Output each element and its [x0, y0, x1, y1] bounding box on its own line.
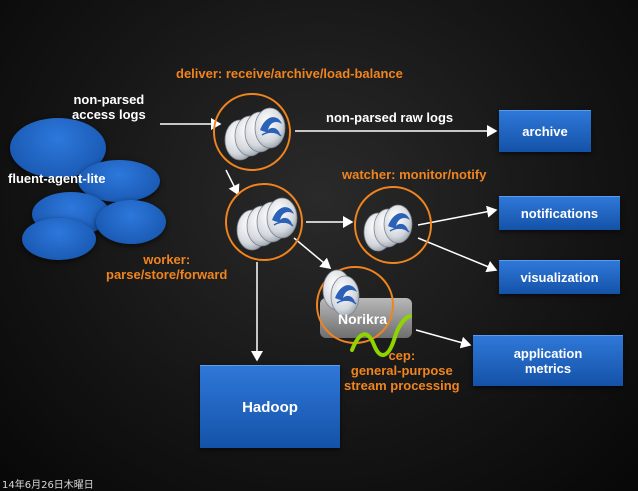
norikra-node-cluster — [316, 266, 394, 344]
agent-blob-4 — [96, 200, 166, 244]
deliver-label: deliver: receive/archive/load-balance — [176, 66, 403, 81]
arrow-worker-to-norikra — [293, 237, 332, 269]
non-parsed-access-logs-label: non-parsed access logs — [72, 92, 146, 122]
watcher-node-cluster — [354, 186, 432, 264]
notifications-box: notifications — [499, 196, 620, 230]
arrow-watcher-to-visualization — [417, 237, 498, 273]
non-parsed-raw-logs-label: non-parsed raw logs — [326, 110, 454, 125]
fluent-agent-lite-label: fluent-agent-lite — [8, 171, 106, 186]
worker-node-cluster — [225, 183, 303, 261]
visualization-box: visualization — [499, 260, 620, 294]
norikra-label: Norikra — [338, 311, 388, 327]
hadoop-box: Hadoop — [200, 365, 340, 448]
cep-label: cep: general-purpose stream processing — [344, 348, 460, 393]
arrow-deliver-to-worker — [225, 169, 240, 196]
agent-blob-5 — [22, 218, 96, 260]
wave-icon — [350, 314, 412, 357]
worker-label: worker: parse/store/forward — [106, 252, 228, 282]
arrow-norikra-to-metrics — [415, 329, 472, 349]
application-metrics-box: application metrics — [473, 335, 623, 386]
deliver-node-cluster — [213, 93, 291, 171]
watcher-label: watcher: monitor/notify — [342, 167, 487, 182]
footer-timestamp: 14年6月26日木曜日 — [2, 480, 94, 491]
archive-box: archive — [499, 110, 591, 152]
